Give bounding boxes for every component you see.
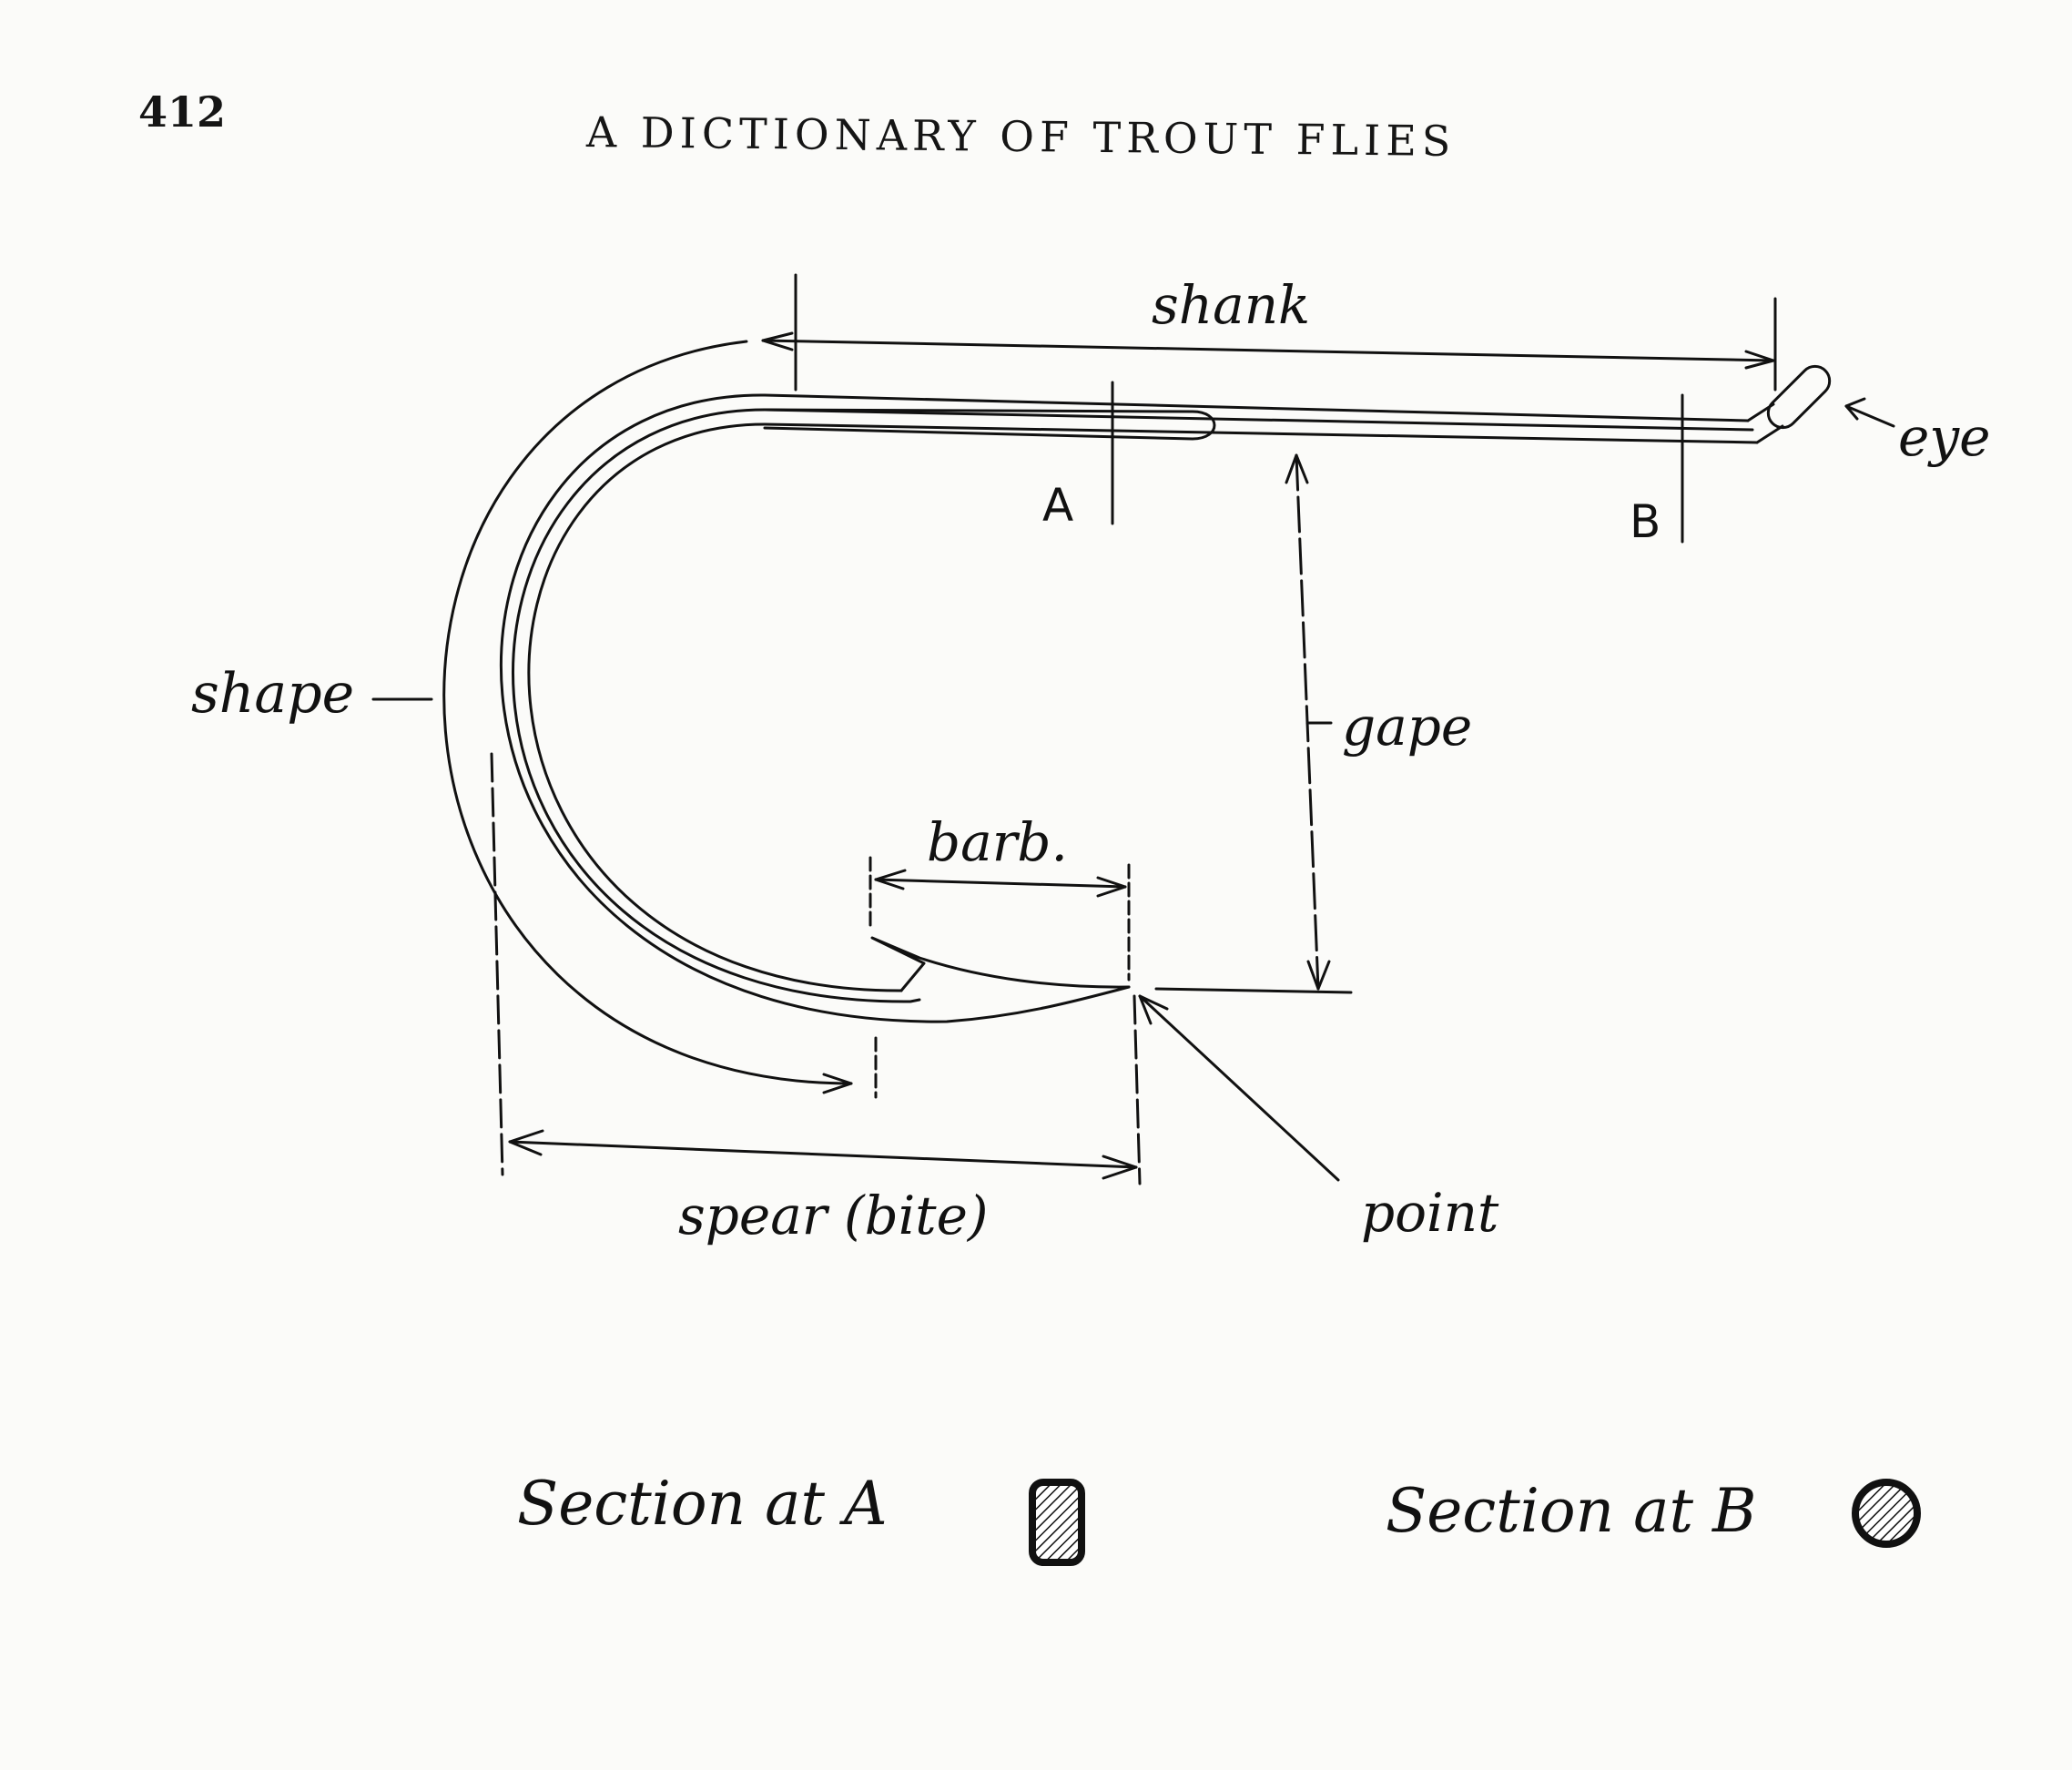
- hook-eye: [1766, 364, 1832, 430]
- section-a-caption: Section at A: [517, 1469, 888, 1539]
- shank-left-arrow: [761, 331, 794, 351]
- spear-right-arrow: [1102, 1155, 1138, 1180]
- label-gape: gape: [1342, 696, 1472, 758]
- gape-top-arrow: [1285, 453, 1309, 484]
- page-number: 412: [138, 87, 227, 137]
- barb-right-arrow: [1096, 876, 1127, 898]
- point-leader-line: [1138, 994, 1340, 1182]
- section-b-glyph: [1852, 1479, 1921, 1548]
- point-leader-arrow: [1138, 994, 1169, 1025]
- spear-left-extension: [490, 752, 504, 1176]
- label-point: point: [1361, 1182, 1499, 1244]
- shape-curve: [442, 340, 853, 1085]
- label-eye: eye: [1898, 406, 1990, 468]
- hook-shank-slot: [763, 408, 1216, 441]
- eye-leader-line: [1844, 404, 1895, 428]
- label-spear: spear (bite): [678, 1185, 989, 1246]
- gape-bottom-extension: [1154, 987, 1353, 994]
- spear-barb-arrow: [822, 1073, 853, 1094]
- eye-leader-arrow: [1844, 397, 1866, 421]
- shank-dimension-line: [761, 339, 1775, 362]
- section-b-caption: Section at B: [1386, 1476, 1756, 1546]
- label-section-b-marker: B: [1630, 495, 1661, 548]
- hook-eye-joint: [1746, 402, 1784, 444]
- spear-left-arrow: [508, 1129, 544, 1156]
- label-barb: barb.: [927, 811, 1068, 873]
- hook-middle-contour: [512, 408, 1754, 1003]
- shank-right-arrow: [1744, 350, 1775, 370]
- hook-inner-contour: [527, 422, 1759, 992]
- hook-barb: [870, 936, 1131, 992]
- section-a-glyph: [1029, 1479, 1085, 1566]
- label-shape: shape: [191, 662, 354, 726]
- hook-outer-contour: [499, 393, 1750, 1023]
- label-section-a-marker: A: [1042, 479, 1073, 532]
- spear-right-extension: [1132, 994, 1142, 1185]
- label-shank: shank: [1152, 274, 1310, 336]
- barb-dimension-line: [874, 878, 1127, 889]
- spear-dimension-line: [508, 1140, 1138, 1169]
- barb-left-arrow: [874, 869, 907, 890]
- gape-bottom-arrow: [1306, 960, 1331, 991]
